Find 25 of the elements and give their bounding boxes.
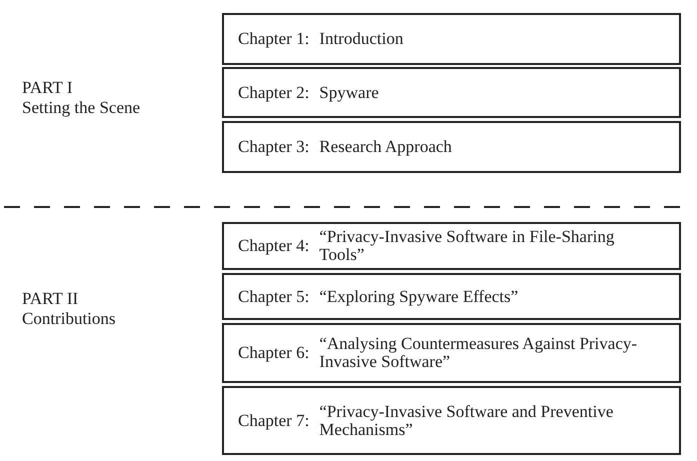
chapter-number: Chapter 1: bbox=[238, 29, 310, 49]
part-subtitle: Contributions bbox=[22, 309, 116, 329]
chapter-title: Research Approach bbox=[319, 138, 452, 156]
chapter-title: “Privacy-Invasive Software in File-Sharing Tools” bbox=[319, 228, 616, 264]
chapter-title: “Analysing Countermeasures Against Privacy-Invasive Software” bbox=[319, 335, 638, 371]
chapter-box bbox=[222, 273, 681, 320]
chapter-box bbox=[222, 121, 681, 173]
chapter-number: Chapter 3: bbox=[238, 137, 310, 157]
chapter-title: Introduction bbox=[319, 30, 404, 48]
part-heading: PART I bbox=[22, 78, 72, 98]
chapter-number: Chapter 7: bbox=[238, 410, 310, 430]
part-heading: PART II bbox=[22, 289, 78, 309]
chapter-number: Chapter 5: bbox=[238, 286, 310, 306]
chapter-box bbox=[222, 67, 681, 118]
chapter-box bbox=[222, 222, 681, 270]
chapter-number: Chapter 2: bbox=[238, 82, 310, 102]
chapter-title: Spyware bbox=[319, 84, 379, 102]
chapter-number: Chapter 6: bbox=[238, 343, 310, 363]
part-subtitle: Setting the Scene bbox=[22, 98, 140, 118]
chapter-box bbox=[222, 13, 681, 65]
chapter-title: “Exploring Spyware Effects” bbox=[319, 288, 518, 306]
chapter-box bbox=[222, 323, 681, 383]
chapter-box bbox=[222, 386, 681, 455]
chapter-title: “Privacy-Invasive Software and Preventive Mechanisms” bbox=[319, 402, 614, 438]
chapter-number: Chapter 4: bbox=[238, 236, 310, 256]
